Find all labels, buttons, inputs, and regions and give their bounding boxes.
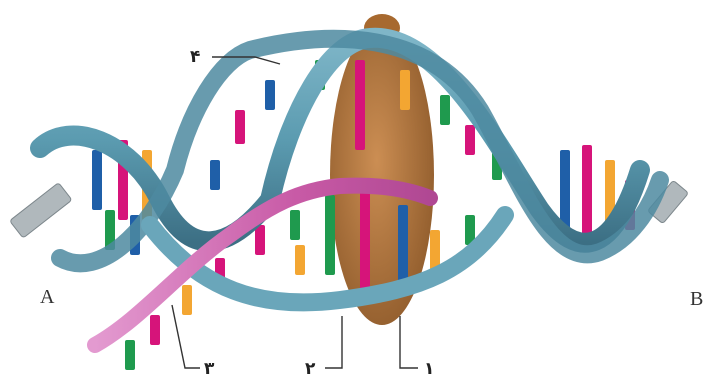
base-bar [235,110,245,144]
base-bar [265,80,275,110]
base-bar [582,145,592,235]
callout-label-2: ۲ [305,359,316,379]
base-bar [255,225,265,255]
base-bar [440,95,450,125]
base-bar [125,340,135,370]
base-bar [355,60,365,150]
base-bar [465,125,475,155]
callout-label-3: ۳ [204,359,215,379]
base-bar [210,160,220,190]
base-bar [560,150,570,230]
base-bar [398,205,408,285]
left-end-cap [10,183,72,239]
base-bar [430,230,440,270]
base-bar [182,285,192,315]
base-bar [400,70,410,110]
end-label-b: B [690,288,703,310]
callout-label-1: ۱ [424,359,434,379]
callout-label-4: ۴ [190,47,200,67]
base-bar [92,150,102,210]
end-label-a: A [40,286,55,308]
base-bar [360,190,370,290]
base-bar [150,315,160,345]
base-bar [325,195,335,275]
base-bar [295,245,305,275]
base-bar [290,210,300,240]
